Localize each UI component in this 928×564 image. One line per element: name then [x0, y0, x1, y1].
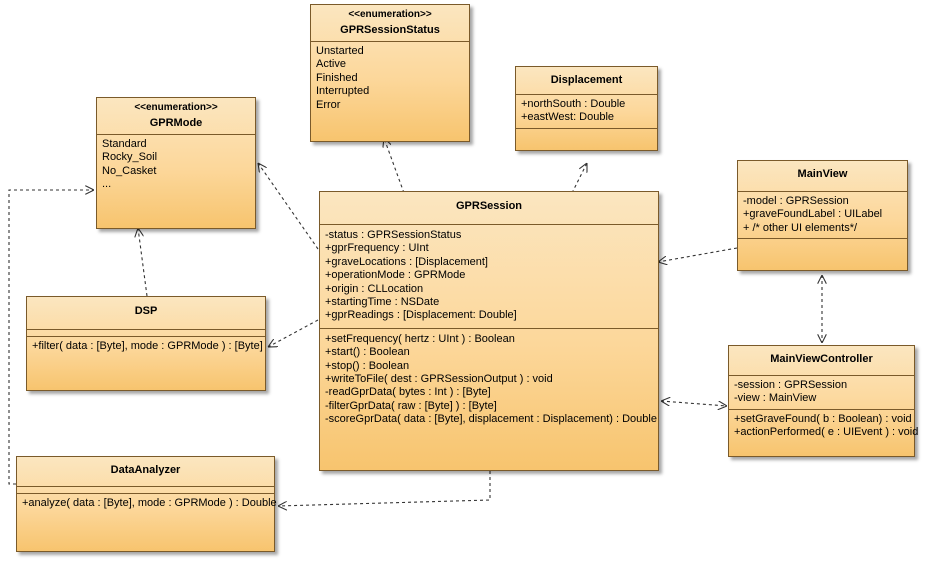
attributes-section — [17, 486, 274, 493]
attribute: +gprReadings : [Displacement: Double] — [325, 309, 517, 322]
attributes-section: -session : GPRSession -view : MainView — [729, 375, 914, 409]
class-header: GPRSession — [320, 192, 658, 224]
dependency-session-to-status — [384, 138, 405, 194]
class-name: GPRSessionStatus — [340, 24, 440, 36]
class-name: DataAnalyzer — [110, 464, 181, 476]
literals-section: Unstarted Active Finished Interrupted Er… — [311, 41, 469, 115]
class-header: <<enumeration>> GPRSessionStatus — [311, 5, 469, 41]
attribute: +graveLocations : [Displacement] — [325, 255, 488, 268]
attributes-section: -status : GPRSessionStatus +gprFrequency… — [320, 224, 658, 328]
enum-literal: Finished — [316, 71, 358, 84]
operation: +writeToFile( dest : GPRSessionOutput ) … — [325, 373, 553, 386]
class-name: MainViewController — [770, 353, 873, 365]
operation: +stop() : Boolean — [325, 359, 410, 372]
attributes-section: -model : GPRSession +graveFoundLabel : U… — [738, 191, 907, 238]
dependency-session-to-displacement — [571, 163, 587, 194]
attribute: -model : GPRSession — [743, 195, 849, 207]
enum-literal: Standard — [102, 138, 147, 150]
class-gpr-session-status[interactable]: <<enumeration>> GPRSessionStatus Unstart… — [310, 4, 470, 142]
operations-section: +filter( data : [Byte], mode : GPRMode )… — [27, 336, 265, 356]
operation: +actionPerformed( e : UIEvent ) : void — [734, 426, 919, 439]
class-name: GPRMode — [149, 117, 203, 129]
attributes-section — [27, 329, 265, 336]
attribute: +eastWest: Double — [521, 111, 615, 124]
class-dsp[interactable]: DSP +filter( data : [Byte], mode : GPRMo… — [26, 296, 266, 391]
class-header: DataAnalyzer — [17, 457, 274, 486]
attribute: -view : MainView — [734, 392, 817, 405]
operations-section — [516, 127, 657, 135]
operation: -filterGprData( raw : [Byte] ) : [Byte] — [325, 399, 497, 412]
enum-literal: Rocky_Soil — [102, 151, 158, 164]
operation: +analyze( data : [Byte], mode : GPRMode … — [22, 497, 277, 509]
operation: +setGraveFound( b : Boolean) : void — [734, 412, 912, 425]
attribute: -session : GPRSession — [734, 379, 848, 391]
operation: +filter( data : [Byte], mode : GPRMode )… — [32, 340, 263, 352]
literals-section: Standard Rocky_Soil No_Casket ... — [97, 134, 255, 195]
enum-literal: Error — [316, 98, 341, 111]
operations-section: +setGraveFound( b : Boolean) : void +act… — [729, 408, 919, 443]
class-name: GPRSession — [455, 200, 523, 212]
class-gpr-session[interactable]: GPRSession -status : GPRSessionStatus +g… — [319, 191, 659, 471]
class-data-analyzer[interactable]: DataAnalyzer +analyze( data : [Byte], mo… — [16, 456, 277, 552]
attribute: +origin : CLLocation — [325, 282, 424, 295]
attribute: +northSouth : Double — [521, 98, 626, 110]
class-name: Displacement — [550, 74, 623, 86]
dependency-dataanalyzer-to-gprmode — [8, 190, 94, 485]
stereotype-label: <<enumeration>> — [348, 9, 432, 20]
dependency-session-to-dsp — [268, 319, 319, 347]
association-session-controller — [661, 401, 727, 406]
class-header: DSP — [27, 297, 265, 329]
attribute: +graveFoundLabel : UILabel — [743, 208, 883, 221]
enum-literal: Interrupted — [316, 85, 370, 98]
class-header: MainViewController — [729, 346, 914, 375]
dependency-session-to-dataanalyzer — [278, 471, 491, 506]
operations-section: +setFrequency( hertz : UInt ) : Boolean … — [320, 327, 658, 430]
attribute: +gprFrequency : UInt — [325, 242, 429, 255]
operations-section: +analyze( data : [Byte], mode : GPRMode … — [17, 493, 277, 513]
operation: -readGprData( bytes : Int ) : [Byte] — [325, 386, 491, 399]
enum-literal: Unstarted — [316, 45, 364, 57]
operation: +start() : Boolean — [325, 346, 410, 359]
attribute: +startingTime : NSDate — [325, 296, 440, 309]
enum-literal: Active — [316, 58, 346, 71]
enum-literal: ... — [102, 178, 112, 191]
operation: -scoreGprData( data : [Byte], displaceme… — [325, 413, 657, 426]
operation: +setFrequency( hertz : UInt ) : Boolean — [325, 332, 515, 345]
class-main-view-controller[interactable]: MainViewController -session : GPRSession… — [728, 345, 919, 457]
class-displacement[interactable]: Displacement +northSouth : Double +eastW… — [515, 66, 658, 151]
dependency-dsp-to-gprmode — [138, 228, 148, 297]
class-name: DSP — [134, 305, 158, 317]
attribute: -status : GPRSessionStatus — [325, 229, 462, 241]
attribute: +operationMode : GPRMode — [325, 269, 466, 282]
dependency-mainview-to-session — [658, 247, 738, 262]
attributes-section: +northSouth : Double +eastWest: Double — [516, 94, 657, 128]
class-header: Displacement — [516, 67, 657, 94]
class-gpr-mode[interactable]: <<enumeration>> GPRMode Standard Rocky_S… — [96, 97, 256, 229]
class-header: <<enumeration>> GPRMode — [97, 98, 255, 134]
class-header: MainView — [738, 161, 907, 191]
class-main-view[interactable]: MainView -model : GPRSession +graveFound… — [737, 160, 908, 271]
class-name: MainView — [797, 168, 848, 180]
operations-section — [738, 238, 907, 245]
stereotype-label: <<enumeration>> — [134, 102, 218, 113]
dependency-session-to-gprmode — [258, 163, 319, 250]
enum-literal: No_Casket — [102, 164, 157, 177]
attribute: + /* other UI elements*/ — [743, 221, 858, 234]
